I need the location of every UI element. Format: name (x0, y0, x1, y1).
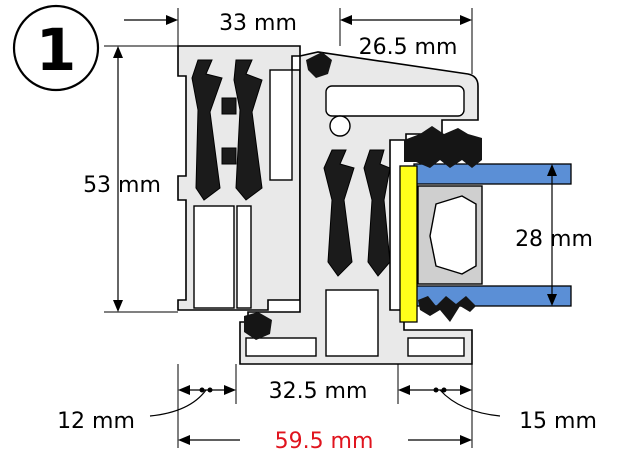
glazing-gaskets (244, 52, 482, 340)
glazing-label: 28 mm (515, 227, 593, 252)
glazing-spacer (399, 165, 483, 323)
sash-width-label: 26.5 mm (359, 35, 458, 60)
height-label: 53 mm (83, 173, 161, 198)
spacer-bar (399, 165, 418, 323)
frame-width-label: 33 mm (219, 11, 297, 36)
total-depth-label: 59.5 mm (275, 429, 374, 454)
inner-glass-pane (413, 285, 572, 307)
dimension-labels: 33 mm 26.5 mm 53 mm 28 mm 32.5 mm 12 mm … (57, 11, 597, 454)
inner-width-label: 32.5 mm (269, 379, 368, 404)
right-offset-label: 15 mm (519, 409, 597, 434)
dimension-lines (113, 15, 557, 445)
badge-number: 1 (36, 16, 76, 84)
frame-profile (177, 45, 301, 311)
bead-cavity (429, 195, 477, 275)
outer-glass-pane (413, 163, 572, 185)
left-offset-label: 12 mm (57, 409, 135, 434)
number-badge: 1 (12, 4, 100, 92)
extension-lines (104, 8, 560, 448)
sash-profile (239, 51, 479, 365)
glass-panes (413, 163, 572, 307)
